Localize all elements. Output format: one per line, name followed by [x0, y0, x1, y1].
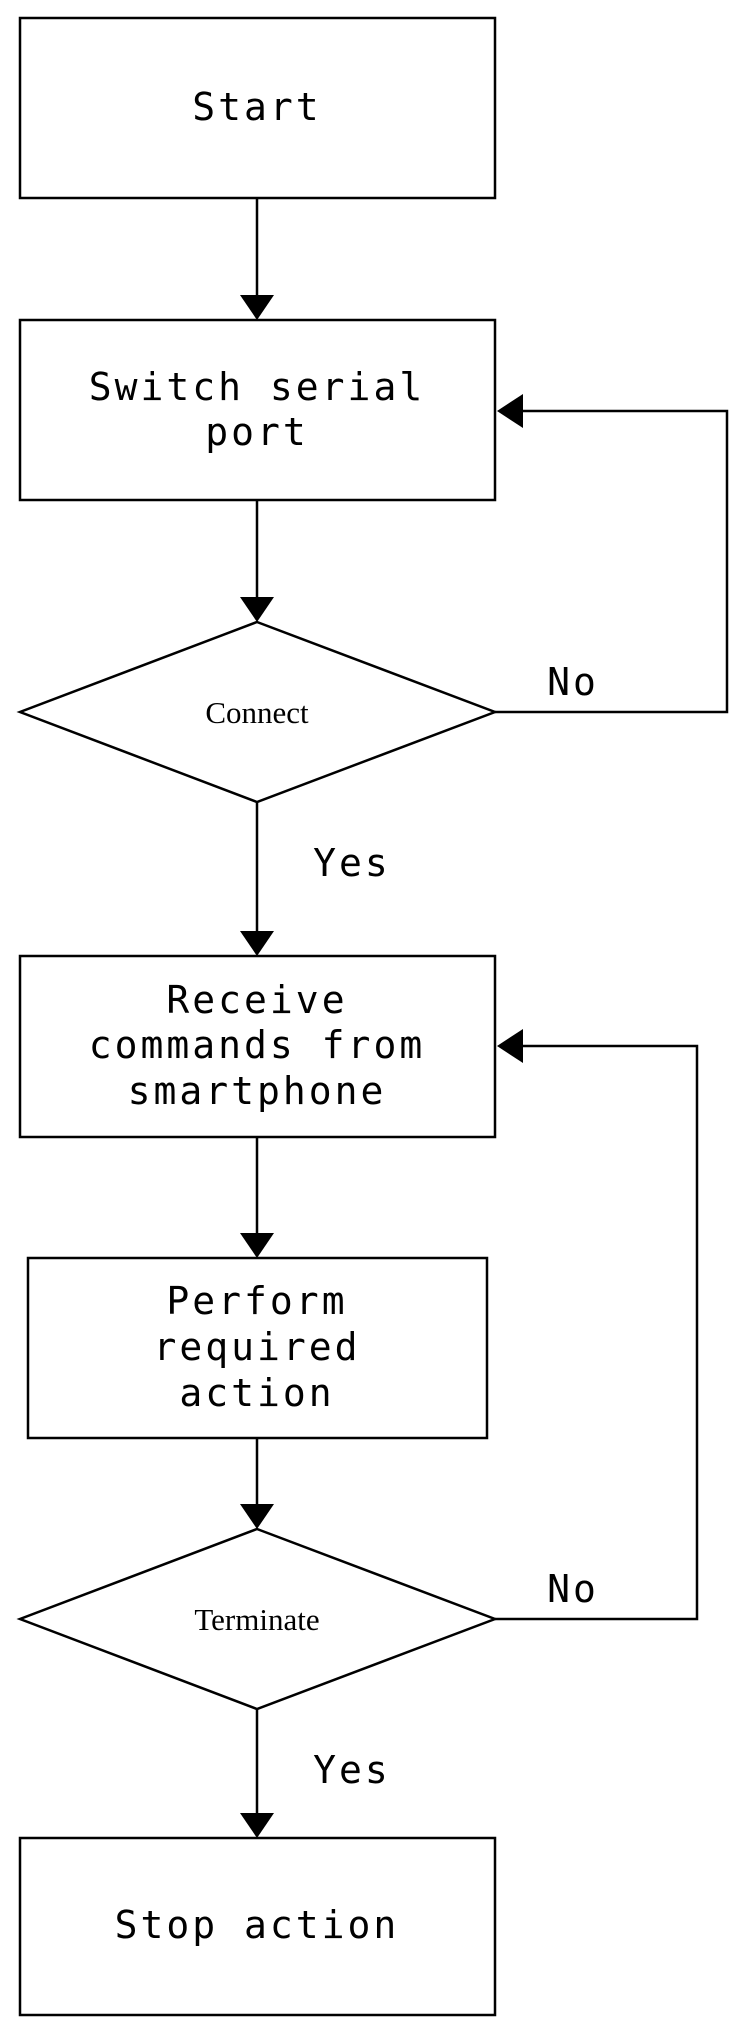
connect-no-label: No [547, 660, 599, 704]
connect-yes-label: Yes [313, 841, 391, 885]
switch-serial-port-label-line2: port [205, 410, 309, 454]
arrowhead-start-switch [240, 295, 274, 320]
receive-commands-label-line2: commands from [89, 1023, 425, 1067]
stop-action-box [18, 1836, 497, 2017]
perform-action-label-line3: action [179, 1371, 334, 1415]
arrowhead-connect-receive [240, 931, 274, 956]
connect-label: Connect [205, 695, 309, 730]
connector-terminate-no-loop [495, 1044, 699, 1621]
perform-action-label-line2: required [153, 1325, 360, 1369]
arrowhead-connect-no [497, 394, 523, 428]
terminate-no-label: No [547, 1567, 599, 1611]
terminate-label: Terminate [194, 1602, 319, 1637]
terminate-yes-label: Yes [313, 1748, 391, 1792]
arrowhead-terminate-stop [240, 1813, 274, 1838]
start-box [18, 16, 497, 200]
start-label: Start [192, 85, 321, 129]
stop-action-label: Stop action [115, 1903, 400, 1947]
arrowhead-terminate-no [497, 1029, 523, 1063]
receive-commands-label-line3: smartphone [128, 1069, 387, 1113]
switch-serial-port-label-line1: Switch serial [89, 365, 425, 409]
receive-commands-label-line1: Receive [166, 978, 347, 1022]
perform-action-box [26, 1256, 489, 1440]
receive-commands-box [18, 954, 497, 1139]
connector-connect-no-loop [495, 409, 729, 714]
perform-action-label-line1: Perform [166, 1279, 347, 1323]
switch-serial-port-box [18, 318, 497, 502]
arrowhead-receive-perform [240, 1233, 274, 1258]
arrowhead-switch-connect [240, 597, 274, 622]
arrowhead-perform-terminate [240, 1504, 274, 1529]
